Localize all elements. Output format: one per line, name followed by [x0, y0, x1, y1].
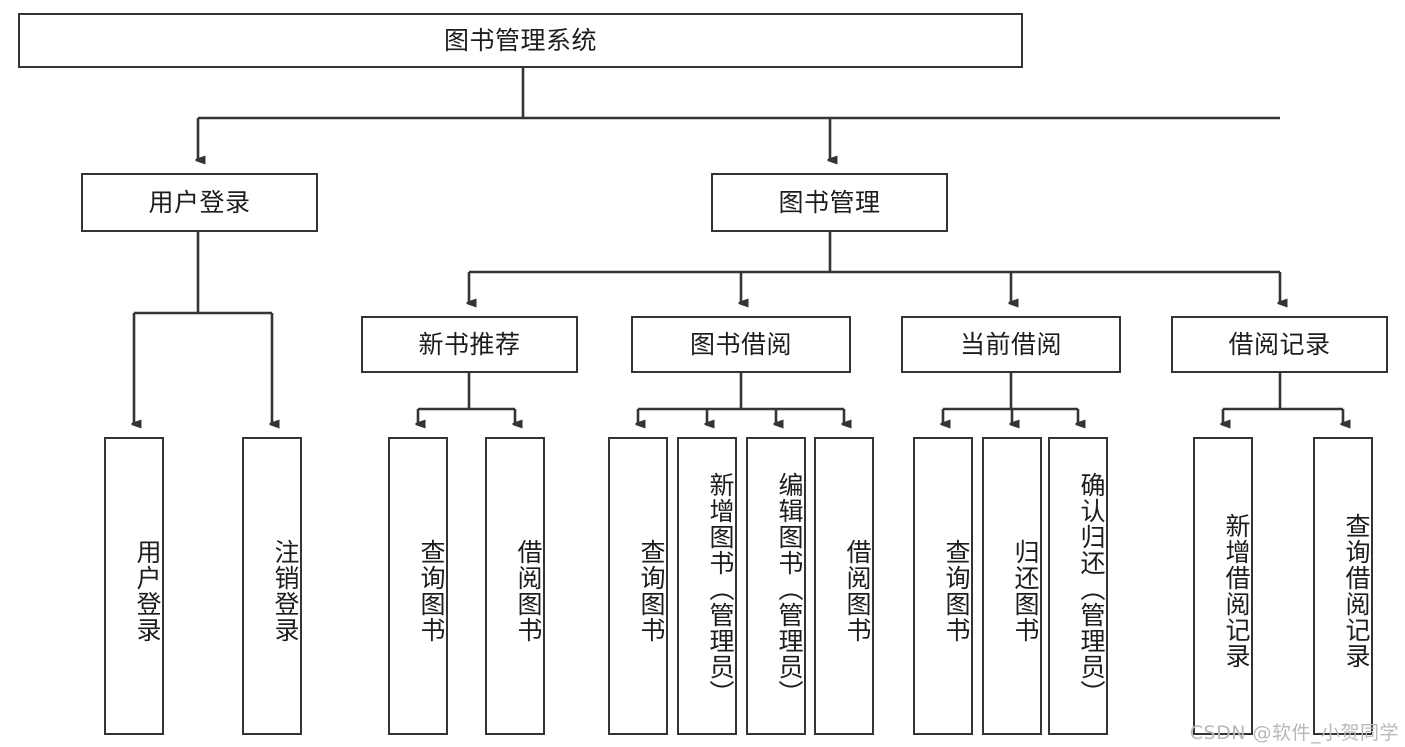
leaf-node[interactable]: 编辑图书（管理员） [746, 437, 806, 735]
leaf-node[interactable]: 查询图书 [608, 437, 668, 735]
leaf-node[interactable]: 查询借阅记录 [1313, 437, 1373, 735]
leaf-node[interactable]: 查询图书 [913, 437, 973, 735]
leaf-node[interactable]: 注销登录 [242, 437, 302, 735]
node-borrow-records[interactable]: 借阅记录 [1171, 316, 1388, 373]
node-book-management[interactable]: 图书管理 [711, 173, 948, 232]
leaf-node[interactable]: 新增图书（管理员） [677, 437, 737, 735]
node-new-book-recommendation[interactable]: 新书推荐 [361, 316, 578, 373]
node-current-borrowing[interactable]: 当前借阅 [901, 316, 1121, 373]
leaf-node[interactable]: 确认归还（管理员） [1048, 437, 1108, 735]
leaf-node[interactable]: 归还图书 [982, 437, 1042, 735]
node-user-login[interactable]: 用户登录 [81, 173, 318, 232]
node-root[interactable]: 图书管理系统 [18, 13, 1023, 68]
leaf-node[interactable]: 查询图书 [388, 437, 448, 735]
leaf-node[interactable]: 新增借阅记录 [1193, 437, 1253, 735]
leaf-node[interactable]: 借阅图书 [485, 437, 545, 735]
node-book-borrowing[interactable]: 图书借阅 [631, 316, 851, 373]
leaf-node[interactable]: 借阅图书 [814, 437, 874, 735]
leaf-node[interactable]: 用户登录 [104, 437, 164, 735]
